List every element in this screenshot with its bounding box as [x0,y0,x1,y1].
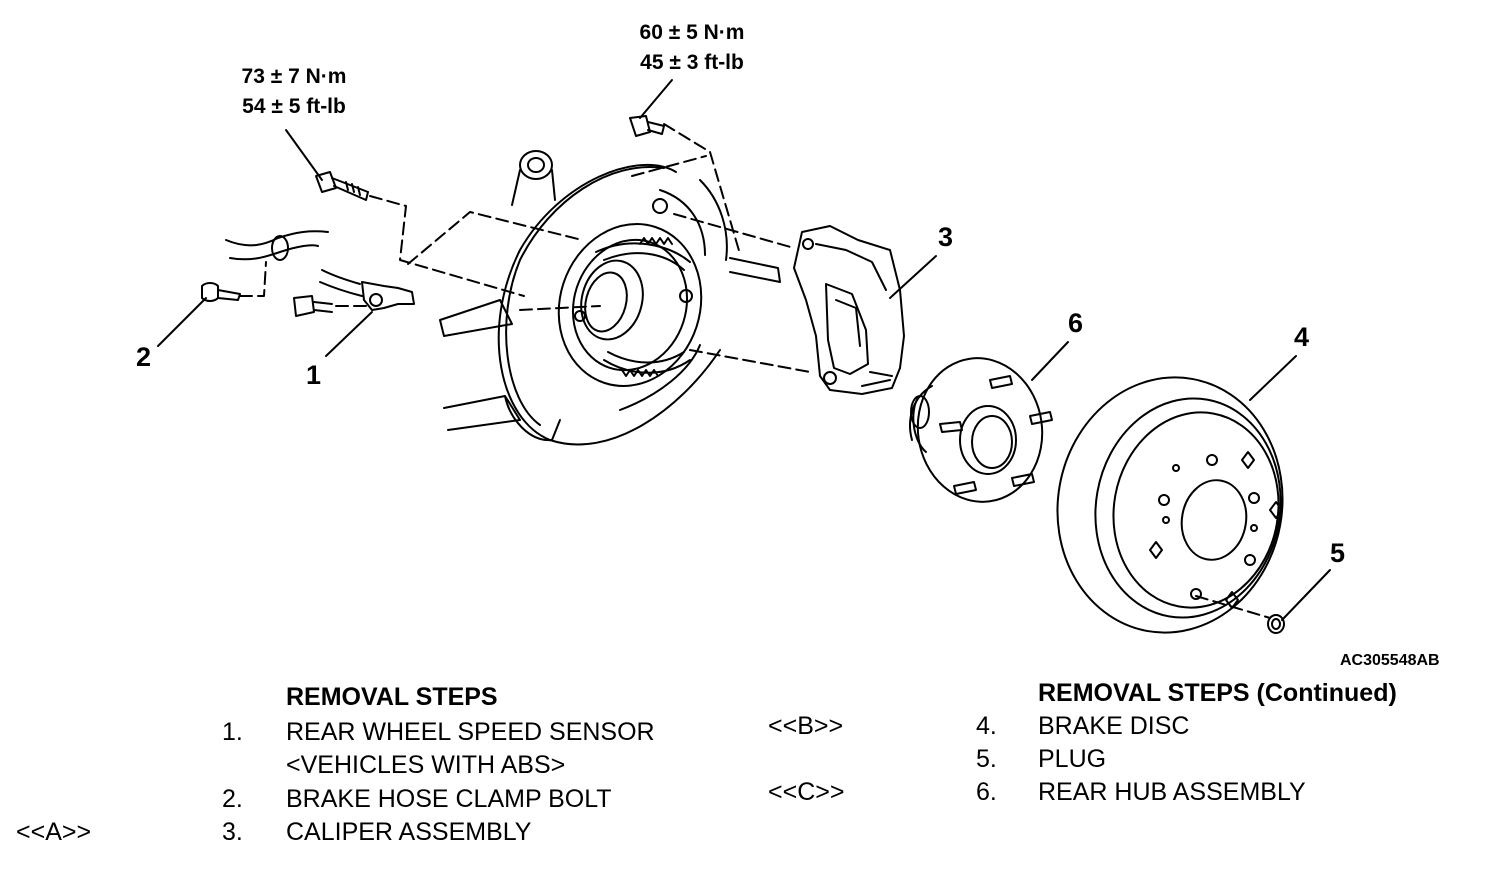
step-2-number: 2. [222,785,243,813]
step-1-number: 1. [222,718,243,746]
step-6-text: REAR HUB ASSEMBLY [1038,778,1306,806]
torque-nm: 73 ± 7 N·m [241,65,347,88]
step-3-text: CALIPER ASSEMBLY [286,818,532,846]
leader-lines [157,79,1331,621]
step-4-text: BRAKE DISC [1038,712,1190,740]
step-6-number: 6. [976,778,997,806]
caliper-assembly [793,225,905,395]
callout-4: 4 [1294,322,1310,352]
step-3-ref: <<A>> [16,818,92,846]
removal-steps-continued-heading: REMOVAL STEPS (Continued) [1038,679,1397,707]
torque-ftlb: 45 ± 3 ft-lb [640,51,744,74]
callout-5: 5 [1330,538,1346,568]
torque-label-upper-right: 60 ± 5 N·m 45 ± 3 ft-lb [610,18,774,78]
torque-nm: 60 ± 5 N·m [639,21,745,44]
step-3-number: 3. [222,818,243,846]
step-1-text-line2: <VEHICLES WITH ABS> [286,751,566,779]
step-1-text: REAR WHEEL SPEED SENSOR [286,718,655,746]
wheel-speed-sensor [293,269,415,317]
plug [1267,614,1285,634]
bolt-73nm [315,171,369,201]
assembly-lines [239,123,1271,619]
brake-disc [1056,376,1284,634]
bolt-60nm [629,115,665,137]
step-2-text: BRAKE HOSE CLAMP BOLT [286,785,612,813]
callout-3: 3 [938,222,954,252]
clamp-bolt [201,282,241,302]
removal-steps-heading: REMOVAL STEPS [286,683,498,711]
callout-1: 1 [306,360,322,390]
step-4-number: 4. [976,712,997,740]
brake-hose [225,230,329,261]
callout-2: 2 [136,342,152,372]
figure-id: AC305548AB [1340,652,1440,669]
step-4-ref: <<B>> [768,712,844,740]
torque-label-upper-left: 73 ± 7 N·m 54 ± 5 ft-lb [212,62,376,122]
backing-plate-assembly [439,150,728,446]
callout-6: 6 [1068,308,1084,338]
torque-ftlb: 54 ± 5 ft-lb [242,95,346,118]
step-6-ref: <<C>> [768,778,845,806]
step-5-text: PLUG [1038,745,1107,773]
hub-assembly [909,357,1053,503]
step-5-number: 5. [976,745,997,773]
